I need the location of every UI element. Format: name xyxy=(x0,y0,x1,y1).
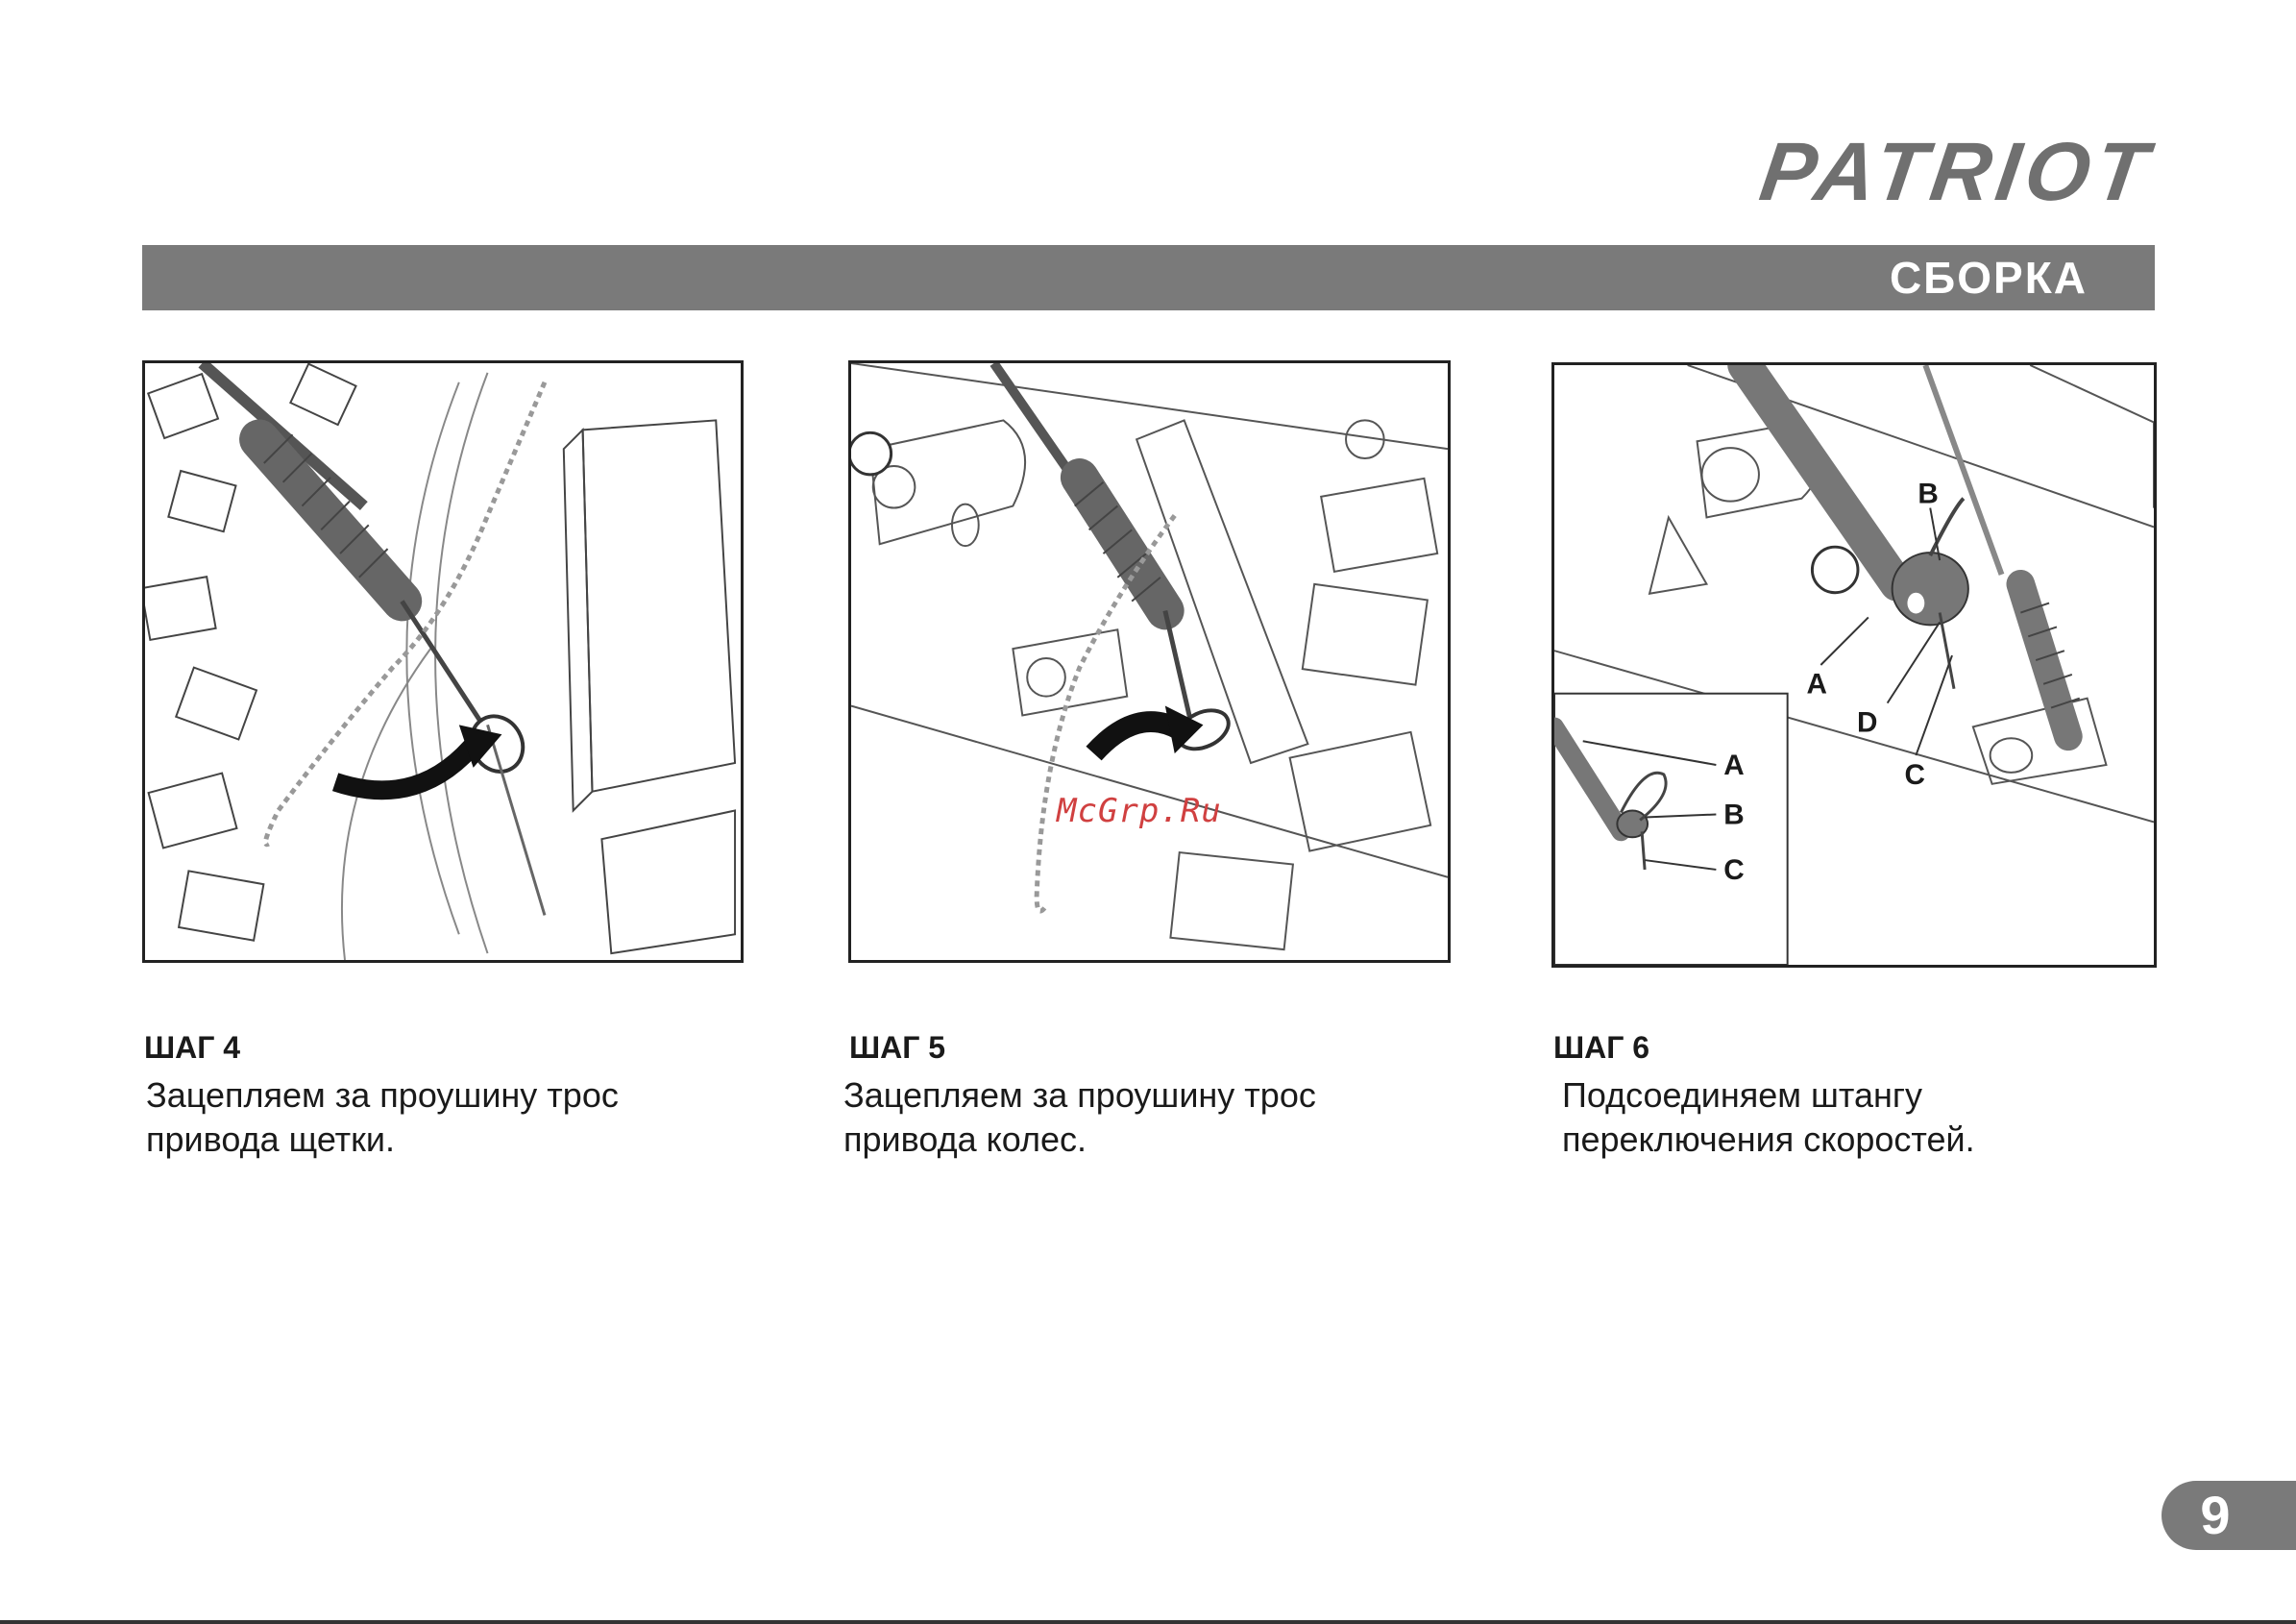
section-title: СБОРКА xyxy=(1890,253,2088,303)
step-5-illustration xyxy=(848,360,1451,963)
callout-a: A xyxy=(1806,669,1826,701)
step-6-title: ШАГ 6 xyxy=(1553,1028,1649,1067)
page-number-tab: 9 xyxy=(2162,1481,2296,1550)
callout-c: C xyxy=(1904,759,1924,791)
callout-d: D xyxy=(1857,706,1877,738)
step-5-drawing xyxy=(851,363,1448,960)
page-number: 9 xyxy=(2186,1487,2244,1544)
bottom-rule xyxy=(0,1620,2296,1624)
patriot-logo: PATRIOT xyxy=(1667,135,2158,209)
inset-callout-b: B xyxy=(1723,799,1744,830)
step-4-text: Зацепляем за проушину трос привода щетки… xyxy=(146,1073,761,1162)
step-6-text: Подсоединяем штангу переключения скорост… xyxy=(1562,1073,2177,1162)
step-5-text: Зацепляем за проушину трос привода колес… xyxy=(843,1073,1458,1162)
inset-callout-c: C xyxy=(1723,854,1744,886)
step-4-drawing xyxy=(145,363,741,960)
inset-detail: A B C xyxy=(1554,694,1788,965)
step-6-illustration: A B C D A B C xyxy=(1551,362,2157,968)
step-6-drawing: A B C D A B C xyxy=(1554,365,2154,965)
watermark: McGrp.Ru xyxy=(1057,792,1222,830)
step-5-title: ШАГ 5 xyxy=(849,1028,945,1067)
step-4-title: ШАГ 4 xyxy=(144,1028,240,1067)
section-header-bar: СБОРКА xyxy=(142,245,2155,310)
inset-callout-a: A xyxy=(1723,750,1744,781)
step-4-illustration xyxy=(142,360,744,963)
callout-b: B xyxy=(1917,479,1938,510)
